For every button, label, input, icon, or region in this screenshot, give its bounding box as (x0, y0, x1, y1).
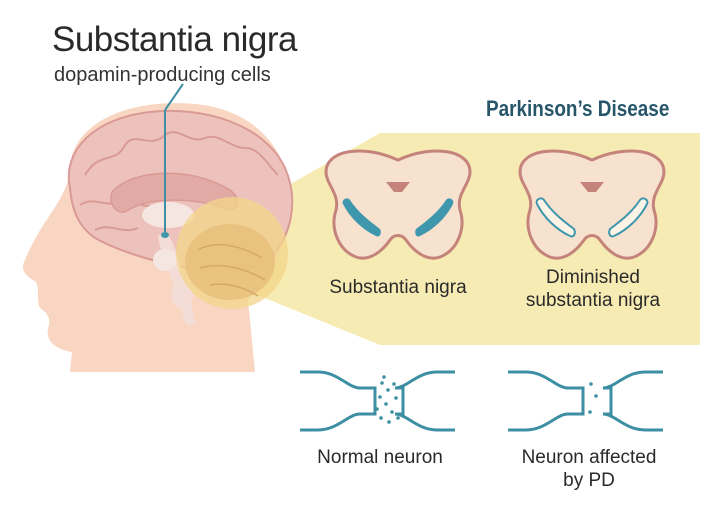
normal-neuron-caption: Normal neuron (300, 446, 460, 469)
leader-line (164, 83, 184, 111)
normal-neuron-label: Normal neuron (317, 447, 443, 468)
normal-neuron-icon (300, 370, 455, 432)
midbrain-diminished-icon (518, 149, 666, 260)
normal-sn-label: Substantia nigra (329, 277, 467, 298)
diminished-sn-caption: Diminished substantia nigra (508, 266, 678, 312)
normal-sn-caption: Substantia nigra (318, 276, 478, 299)
dopamine-dots-normal (375, 375, 400, 424)
page-subtitle: dopamin-producing cells (54, 64, 271, 86)
pd-heading: Parkinson’s Disease (486, 96, 670, 121)
diminished-sn-line1: Diminished (546, 267, 640, 288)
pd-neuron-line2: by PD (563, 470, 615, 491)
midbrain-normal-icon (324, 149, 472, 260)
page-title: Substantia nigra (52, 20, 297, 59)
brain-icon (67, 110, 294, 325)
diminished-sn-line2: substantia nigra (525, 290, 661, 311)
pd-neuron-line1: Neuron affected (521, 447, 657, 468)
cerebellum-highlight (176, 197, 288, 309)
pd-neuron-caption: Neuron affected by PD (504, 446, 674, 492)
pd-neuron-icon (508, 370, 663, 432)
dopamine-dots-pd (588, 382, 598, 414)
